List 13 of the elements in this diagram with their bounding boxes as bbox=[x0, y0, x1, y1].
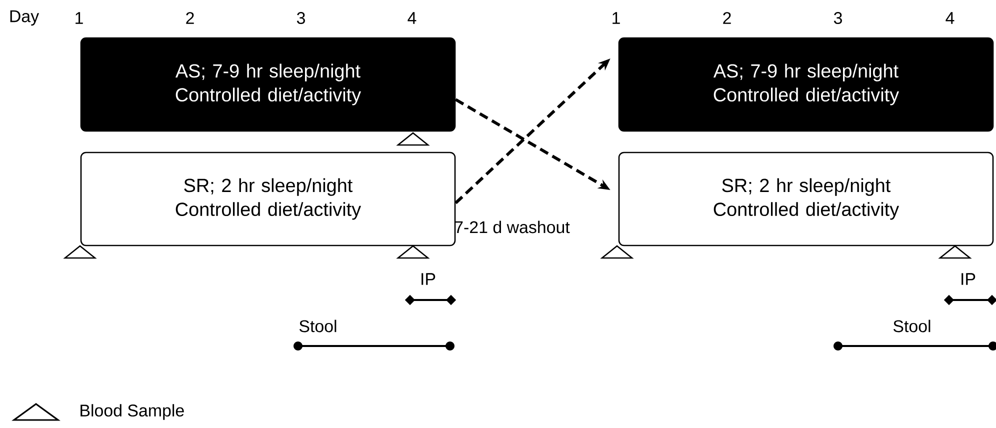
sample-label: Stool bbox=[893, 320, 930, 332]
sample-label: Stool bbox=[299, 320, 336, 332]
legend-label: Blood Sample bbox=[80, 404, 184, 420]
day-number: 1 bbox=[76, 12, 83, 24]
sample-label: IP bbox=[962, 273, 976, 285]
process-box: AS; 7-9 hr sleep/night Controlled diet/activity bbox=[80, 37, 456, 132]
process-box: SR; 2 hr sleep/night Controlled diet/activity bbox=[80, 152, 456, 246]
process-box: AS; 7-9 hr sleep/night Controlled diet/activity bbox=[618, 37, 994, 132]
sample-label: IP bbox=[422, 273, 436, 285]
day-number: 1 bbox=[612, 12, 620, 24]
washout-label: 7-21 d washout bbox=[454, 220, 570, 234]
day-label: Day bbox=[10, 10, 40, 26]
process-box: SR; 2 hr sleep/night Controlled diet/activity bbox=[618, 152, 994, 246]
